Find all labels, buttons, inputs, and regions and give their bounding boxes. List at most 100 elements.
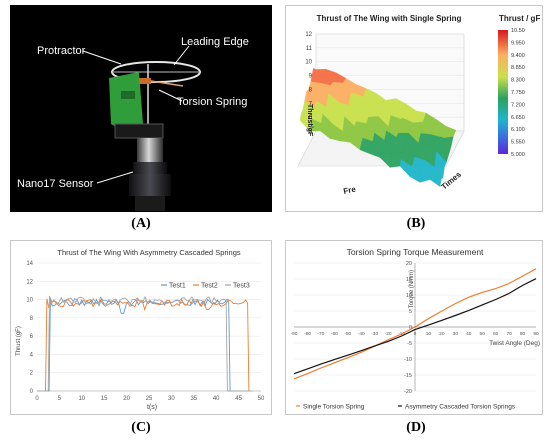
chart-c-y-tick: 4 bbox=[30, 352, 34, 358]
chart-d-x-tick: -90 bbox=[291, 331, 298, 337]
chart-c-series-test3 bbox=[37, 295, 252, 392]
chart-c-y-tick: 10 bbox=[26, 298, 33, 304]
chart-d-x-tick: -60 bbox=[331, 331, 338, 337]
chart-c-y-tick: 2 bbox=[30, 371, 34, 377]
colorbar bbox=[498, 30, 508, 154]
chart-d-x-tick: 40 bbox=[466, 331, 472, 337]
torque-chart: Torsion Spring Torque Measurement -20 -15… bbox=[291, 247, 540, 411]
surface-title: Thrust of The Wing with Single Spring bbox=[317, 14, 462, 23]
surface-xlabel: Fre bbox=[343, 184, 358, 196]
caption-c: (C) bbox=[131, 420, 151, 435]
caption-a: (A) bbox=[131, 216, 151, 231]
chart-c-x-tick: 10 bbox=[78, 396, 85, 402]
chart-d-x-tick: -30 bbox=[371, 331, 378, 337]
surface-chart: Thrust of The Wing with Single Spring 5 6… bbox=[297, 14, 540, 196]
colorbar-tick: 6.650 bbox=[511, 115, 525, 121]
colorbar-tick: 9.950 bbox=[511, 40, 525, 46]
chart-d-y-tick: 10 bbox=[406, 293, 412, 299]
chart-c-title: Thrust of The Wing With Asymmetry Cascad… bbox=[57, 248, 241, 257]
chart-c-y-tick: 6 bbox=[30, 334, 34, 340]
chart-c-y-tick: 0 bbox=[30, 389, 34, 395]
colorbar-tick: 7.750 bbox=[511, 90, 525, 96]
colorbar-tick: 6.100 bbox=[511, 127, 525, 133]
chart-c-ylabel: Thrust (gF) bbox=[16, 326, 22, 356]
chart-c-x-tick: 0 bbox=[35, 396, 39, 402]
chart-d-x-tick: -50 bbox=[344, 331, 351, 337]
legend-label-test2: Test2 bbox=[201, 283, 218, 290]
legend-label-single: Single Torsion Spring bbox=[303, 404, 365, 411]
chart-d-x-tick: -20 bbox=[385, 331, 392, 337]
surface-z-tick: 10 bbox=[305, 60, 312, 66]
chart-d-xlabel: Twist Angle (Deg) bbox=[489, 340, 540, 347]
colorbar-tick: 9.400 bbox=[511, 53, 525, 59]
chart-d-y-tick: -15 bbox=[404, 373, 412, 379]
colorbar-title: Thrust / gF bbox=[499, 14, 540, 23]
thrust-chart-panel: Thrust of The Wing With Asymmetry Cascad… bbox=[10, 240, 272, 415]
chart-d-x-tick: 30 bbox=[453, 331, 459, 337]
colorbar-tick: 7.200 bbox=[511, 102, 525, 108]
torque-chart-panel: Torsion Spring Torque Measurement -20 -15… bbox=[285, 240, 543, 415]
surface-facet bbox=[443, 125, 457, 139]
chart-d-x-tick: 20 bbox=[439, 331, 445, 337]
label-protractor: Protractor bbox=[37, 45, 86, 57]
chart-d-series-single bbox=[293, 268, 537, 380]
caption-d: (D) bbox=[406, 420, 426, 435]
label-leading-edge: Leading Edge bbox=[181, 36, 249, 48]
caption-b: (B) bbox=[406, 216, 426, 231]
chart-d-y-tick: 20 bbox=[406, 261, 412, 267]
chart-c-x-tick: 25 bbox=[146, 396, 153, 402]
chart-d-x-tick: 90 bbox=[533, 331, 539, 337]
surface-z-tick: 9 bbox=[309, 74, 313, 80]
chart-c-x-tick: 45 bbox=[235, 396, 242, 402]
surface-z-tick: 12 bbox=[305, 32, 312, 38]
surface-zlabel: Thrust/gF bbox=[306, 104, 313, 137]
chart-c-xlabel: t(s) bbox=[147, 404, 157, 411]
surface-chart-panel: Thrust of The Wing with Single Spring 5 6… bbox=[285, 5, 543, 212]
surface-z-tick: 8 bbox=[309, 87, 313, 93]
surface-facet bbox=[409, 165, 422, 183]
surface-z-tick: 7 bbox=[309, 101, 313, 107]
chart-d-y-tick: -20 bbox=[404, 389, 412, 395]
colorbar-tick: 5.000 bbox=[511, 152, 525, 158]
chart-d-series-cascaded bbox=[293, 278, 537, 375]
chart-c-y-tick: 14 bbox=[26, 261, 33, 267]
chart-d-x-tick: -70 bbox=[317, 331, 324, 337]
colorbar-tick: 8.850 bbox=[511, 65, 525, 71]
chart-d-x-tick: 10 bbox=[426, 331, 432, 337]
chart-d-x-tick: 0 bbox=[414, 331, 417, 337]
colorbar-tick: 10.50 bbox=[511, 28, 525, 34]
surface-z-tick: 11 bbox=[306, 46, 313, 52]
surface-z-tick: 6 bbox=[309, 115, 313, 121]
chart-d-y-tick: 5 bbox=[409, 309, 412, 315]
legend-label-cascaded: Asymmetry Cascaded Torsion Springs bbox=[405, 404, 516, 411]
chart-c-x-tick: 35 bbox=[190, 396, 197, 402]
legend-label-test3: Test3 bbox=[233, 283, 250, 290]
colorbar-tick: 5.550 bbox=[511, 140, 525, 146]
label-nano17-sensor: Nano17 Sensor bbox=[17, 178, 94, 190]
chart-d-y-tick: 0 bbox=[409, 325, 412, 331]
chart-d-x-tick: 50 bbox=[480, 331, 486, 337]
chart-c-x-tick: 40 bbox=[213, 396, 220, 402]
chart-c-x-tick: 5 bbox=[58, 396, 62, 402]
chart-c-series-test1 bbox=[37, 297, 252, 392]
chart-d-y-tick: -10 bbox=[404, 357, 412, 363]
chart-d-x-tick: 80 bbox=[520, 331, 526, 337]
chart-d-x-tick: 60 bbox=[493, 331, 499, 337]
chart-c-y-tick: 8 bbox=[30, 316, 34, 322]
chart-d-x-tick: -40 bbox=[358, 331, 365, 337]
chart-d-y-tick: 15 bbox=[406, 277, 412, 283]
photo-panel: Protractor Leading Edge Torsion Spring N… bbox=[10, 5, 272, 212]
chart-d-y-tick: -5 bbox=[407, 341, 412, 347]
chart-c-y-tick: 12 bbox=[26, 279, 33, 285]
chart-d-ylabel: Torque (Nmm) bbox=[409, 270, 415, 308]
chart-d-x-tick: -80 bbox=[304, 331, 311, 337]
legend-label-test1: Test1 bbox=[169, 283, 186, 290]
rig-photo: Protractor Leading Edge Torsion Spring N… bbox=[17, 36, 249, 211]
chart-c-x-tick: 20 bbox=[123, 396, 130, 402]
colorbar-tick: 8.300 bbox=[511, 78, 525, 84]
chart-c-x-tick: 30 bbox=[168, 396, 175, 402]
surface-z-tick: 5 bbox=[309, 129, 313, 135]
label-torsion-spring: Torsion Spring bbox=[177, 96, 247, 108]
chart-d-title: Torsion Spring Torque Measurement bbox=[347, 247, 484, 257]
chart-c-x-tick: 50 bbox=[258, 396, 265, 402]
